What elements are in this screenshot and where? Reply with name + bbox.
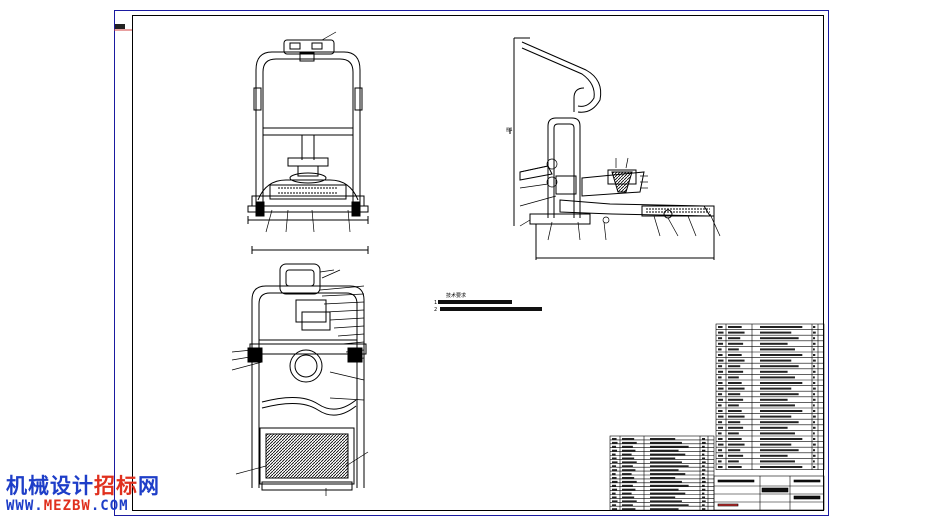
- watermark-url-part-2: MEZBW: [43, 498, 91, 514]
- watermark-url-part-1: WWW.: [6, 498, 44, 514]
- watermark-url: WWW.MEZBW.COM: [6, 498, 160, 514]
- watermark-url-part-3: .COM: [90, 498, 129, 514]
- title-block: [713, 475, 825, 511]
- parts-list-left: [609, 435, 715, 511]
- watermark-title-part-2: 招标: [94, 474, 138, 498]
- parts-list-right: [715, 323, 825, 470]
- site-watermark: 机械设计招标网 WWW.MEZBW.COM: [6, 474, 160, 514]
- notes-index-2: 2: [434, 307, 437, 313]
- notes-title: 技术要求: [446, 292, 466, 299]
- side-view-leaders: [519, 157, 721, 241]
- front-view-leaders: [265, 31, 351, 233]
- watermark-title-part-3: 网: [138, 474, 160, 498]
- top-view-leaders: [231, 269, 369, 496]
- front-view: [247, 39, 369, 224]
- notes-index-1: 1: [434, 300, 437, 306]
- watermark-title-part-1: 机械设计: [6, 474, 94, 498]
- top-view: [247, 246, 369, 491]
- side-view: [509, 37, 715, 260]
- sheet-tag: 图1: [506, 126, 513, 132]
- watermark-title: 机械设计招标网: [6, 474, 160, 498]
- sheet-frame: [114, 10, 829, 516]
- notes-block: 技术要求 1 2: [434, 292, 542, 313]
